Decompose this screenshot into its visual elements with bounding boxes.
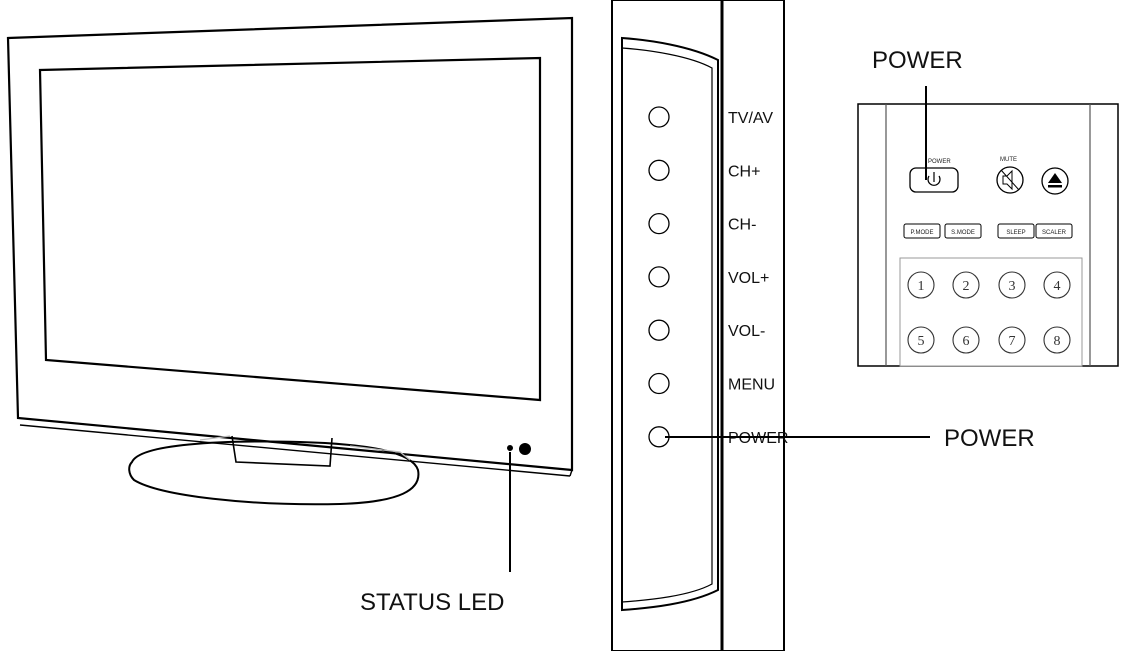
remote-number-key-4[interactable] (1043, 271, 1071, 299)
remote-number-key-3[interactable] (998, 271, 1026, 299)
remote-number-key-8[interactable] (1043, 326, 1071, 354)
remote-number-key-label-4: 4 (1054, 279, 1061, 294)
side-panel-housing-inner (621, 47, 713, 603)
side-power-callout-label: POWER (944, 425, 1035, 452)
remote-power-callout-label: POWER (872, 47, 963, 74)
remote-number-key-1[interactable] (907, 271, 935, 299)
side-button-label-ch: CH- (728, 217, 756, 234)
side-button-label-power: POWER (728, 430, 788, 447)
side-button-label-menu: MENU (728, 377, 775, 394)
remote-sleep-button[interactable] (997, 223, 1035, 239)
remote-s-mode-button[interactable] (944, 223, 982, 239)
remote-number-key-label-5: 5 (918, 334, 925, 349)
side-button-ch[interactable] (648, 159, 670, 181)
eject-icon (1048, 173, 1062, 188)
remote-mute-key-label: MUTE (1000, 157, 1017, 163)
side-button-label-vol: VOL+ (728, 270, 769, 287)
remote-number-key-label-2: 2 (963, 279, 970, 294)
side-button-label-ch: CH+ (728, 163, 760, 180)
remote-scaler-button[interactable] (1035, 223, 1073, 239)
remote-number-key-label-1: 1 (918, 279, 925, 294)
remote-number-key-label-7: 7 (1009, 334, 1016, 349)
side-button-ch[interactable] (648, 212, 670, 235)
remote-power-key-label: POWER (928, 159, 951, 165)
side-button-vol[interactable] (648, 319, 670, 341)
tv-bezel (6, 16, 574, 472)
side-button-tv-av[interactable] (648, 106, 670, 128)
tv-stand-neck (231, 435, 333, 467)
remote-s-mode-label: S.MODE (951, 230, 975, 236)
remote-number-key-6[interactable] (952, 326, 980, 354)
side-button-menu[interactable] (648, 372, 670, 395)
power-symbol-icon (927, 172, 941, 186)
side-button-vol[interactable] (648, 266, 670, 288)
status-led-small (507, 445, 513, 451)
tv-lip-shading (199, 435, 411, 461)
side-button-label-tv-av: TV/AV (728, 110, 773, 127)
remote-closeup: POWER MUTE P.MODE S.MODE SLEEP SCALER 1 2 3 4 5… (857, 47, 1119, 367)
remote-number-key-label-6: 6 (963, 334, 970, 349)
tv-bottom-lip (17, 417, 573, 477)
side-panel-housing (621, 36, 719, 612)
remote-number-key-label-8: 8 (1054, 334, 1061, 349)
remote-scaler-label: SCALER (1042, 230, 1067, 236)
mute-speaker-icon (1000, 169, 1020, 191)
side-panel: TV/AV CH+ CH- VOL+ VOL- MENU POWER POWER (611, 0, 1035, 651)
remote-number-key-5[interactable] (907, 326, 935, 354)
remote-number-key-label-3: 3 (1009, 279, 1016, 294)
side-panel-frame (611, 0, 785, 651)
remote-p-mode-label: P.MODE (911, 230, 934, 236)
status-led-label: STATUS LED (360, 589, 504, 616)
remote-number-key-7[interactable] (998, 326, 1026, 354)
status-led (519, 443, 531, 455)
tv-stand-base (128, 440, 420, 506)
tv-front-view: STATUS LED (6, 16, 574, 616)
remote-sleep-label: SLEEP (1006, 230, 1025, 236)
tv-screen (38, 56, 542, 402)
remote-p-mode-button[interactable] (903, 223, 941, 239)
remote-number-key-2[interactable] (952, 271, 980, 299)
side-button-label-vol: VOL- (728, 323, 765, 340)
